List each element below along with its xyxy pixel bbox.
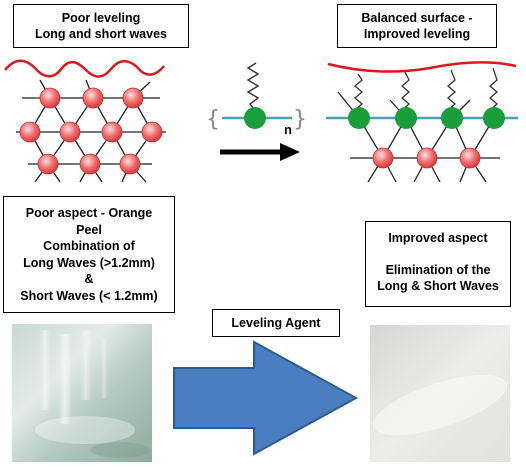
poor-aspect-line-3: Combination of: [43, 239, 135, 253]
additive-head: [483, 107, 505, 129]
particle: [37, 153, 59, 175]
repeat-bracket-open: {: [206, 107, 220, 132]
particle: [372, 147, 394, 169]
particle: [119, 153, 141, 175]
repeat-unit-label: n: [284, 122, 292, 137]
poor-aspect-line-1: Poor aspect - Orange: [25, 206, 153, 220]
leveling-agent-arrow: [173, 340, 359, 456]
improved-aspect-line-3: Elimination of the: [385, 263, 491, 277]
process-arrow: [220, 143, 300, 161]
particle: [122, 87, 144, 109]
improved-surface-photo: [370, 325, 510, 462]
particle: [39, 87, 61, 109]
smooth-surface-wave: [327, 61, 517, 73]
orange-peel-photo: [12, 324, 152, 462]
particle: [19, 121, 41, 143]
particle: [82, 87, 104, 109]
particle: [59, 121, 81, 143]
poor-leveling-box: Poor leveling Long and short waves: [13, 4, 189, 48]
improved-aspect-line-2: [366, 246, 510, 262]
poor-aspect-line-6: Short Waves (< 1.2mm): [20, 288, 158, 303]
additive-head: [244, 107, 266, 129]
additive-monomer: { } n: [206, 62, 307, 137]
additive-tail-zigzag: [246, 62, 260, 111]
particle: [101, 121, 123, 143]
leveling-agent-label: Leveling Agent: [231, 316, 321, 330]
left-network-particles: [19, 87, 163, 175]
balanced-surface-line-1: Balanced surface -: [361, 11, 473, 25]
particle: [416, 147, 438, 169]
balanced-surface-box: Balanced surface - Improved leveling: [337, 4, 497, 48]
improved-aspect-line-1: Improved aspect: [388, 231, 488, 245]
right-network-particles: [372, 147, 481, 169]
poor-aspect-line-2: Peel: [76, 222, 102, 237]
repeat-bracket-close: }: [293, 107, 307, 132]
additive-head: [395, 107, 417, 129]
poor-leveling-line-1: Poor leveling: [61, 11, 141, 25]
additive-head: [441, 107, 463, 129]
right-network-bonds: [337, 91, 500, 183]
right-additive-tails: [354, 67, 498, 118]
improved-aspect-box: Improved aspect Elimination of the Long …: [365, 221, 511, 307]
right-additive-heads: [348, 107, 505, 129]
rough-surface-wave: [4, 59, 165, 78]
particle: [459, 147, 481, 169]
particle: [141, 121, 163, 143]
particle: [79, 153, 101, 175]
poor-aspect-line-4: Long Waves (>1.2mm): [23, 255, 155, 270]
improved-aspect-line-4: Long & Short Waves: [377, 279, 499, 293]
poor-aspect-line-5: &: [84, 272, 94, 286]
leveling-agent-box: Leveling Agent: [212, 309, 340, 337]
poor-aspect-box: Poor aspect - Orange Peel Combination of…: [3, 196, 175, 313]
poor-leveling-line-2: Long and short waves: [35, 27, 167, 41]
additive-head: [348, 107, 370, 129]
balanced-surface-line-2: Improved leveling: [363, 27, 471, 41]
